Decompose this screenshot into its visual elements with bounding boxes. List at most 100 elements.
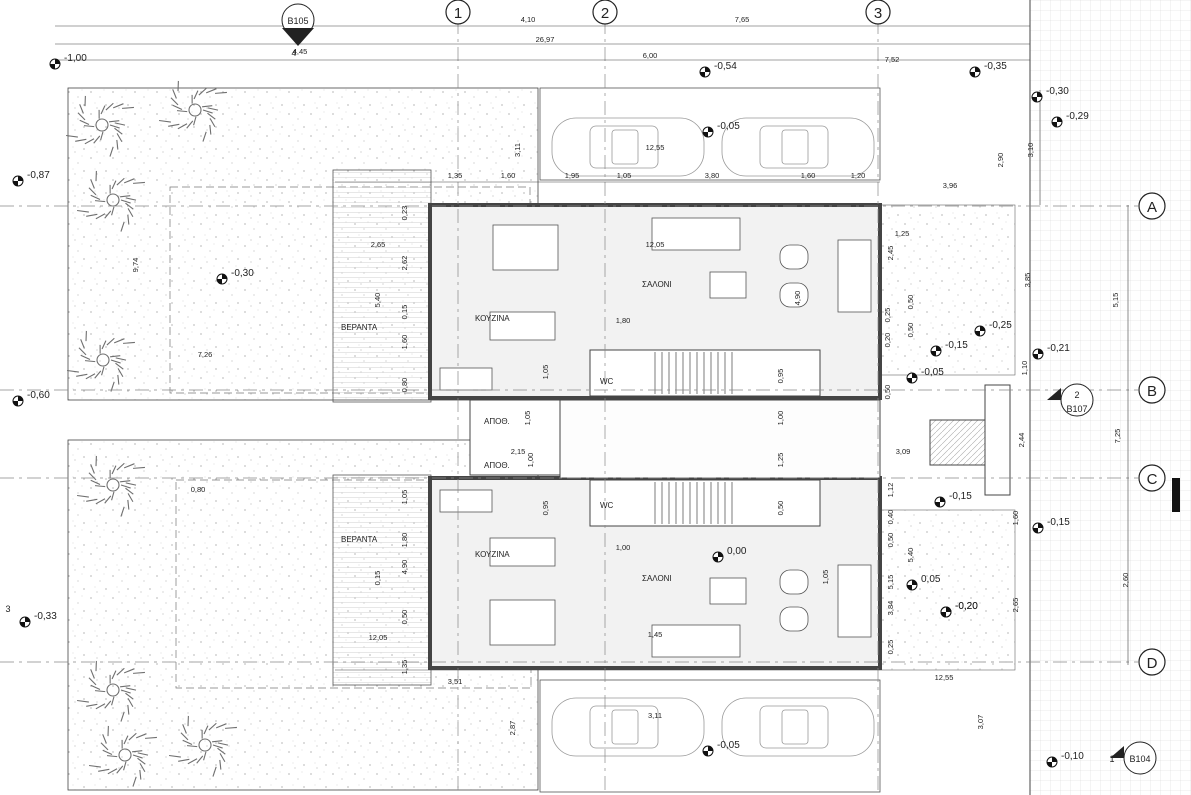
grid-lines	[0, 20, 1138, 795]
grid-row-bubble	[1138, 376, 1166, 404]
grid-column-bubble	[865, 0, 891, 25]
dimension-value: 0,95	[776, 369, 785, 384]
level-value: -0,05	[717, 740, 740, 751]
room-labels: ΚΟΥΖΙΝΑ ΣΑΛΟΝΙ WC ΒΕΡΑΝΤΑ ΑΠΟΘ. ΚΟΥΖΙΝΑ …	[341, 280, 672, 583]
level-marker: -0,33	[19, 611, 57, 628]
section-marker-label: B105	[287, 16, 308, 26]
dimension-value: 1,45	[648, 630, 663, 639]
tree-icon	[158, 80, 227, 142]
room-veranda-lower: ΒΕΡΑΝΤΑ	[341, 535, 378, 544]
room-living-upper: ΣΑΛΟΝΙ	[642, 280, 672, 289]
dimension-value: 2,65	[371, 240, 386, 249]
dimension-value: 1,60	[801, 171, 816, 180]
dimension-value: 1,95	[565, 171, 580, 180]
dimension-value: 3,11	[648, 711, 662, 720]
tree-icon	[65, 95, 134, 157]
room-veranda-upper: ΒΕΡΑΝΤΑ	[341, 323, 378, 332]
dimension-value: 1,60	[400, 335, 409, 350]
furniture	[439, 217, 872, 658]
dimension-value: 3,10	[1026, 143, 1035, 158]
level-value: -0,21	[1047, 343, 1070, 354]
car-icon	[551, 697, 705, 757]
dimension-value: 0,25	[886, 640, 895, 655]
grid-row-bubble	[1138, 648, 1166, 676]
tree-icon	[76, 170, 145, 232]
grid-row-bubble	[1138, 464, 1166, 492]
level-marker: 0,05	[906, 574, 941, 591]
dimension-value: 2,90	[996, 153, 1005, 168]
section-marker-label: B107	[1066, 404, 1087, 414]
dimension-value: 1,35	[400, 660, 409, 675]
dimension-value: 0,95	[541, 501, 550, 516]
dimension-value: 6,00	[643, 51, 658, 60]
grid-row-label: D	[1147, 655, 1158, 672]
section-marker-number: 2	[1074, 390, 1079, 400]
dimension-value: 2,15	[511, 447, 526, 456]
grid-column-label: 3	[874, 5, 882, 22]
level-marker: -0,15	[1032, 517, 1070, 534]
tree-icon	[168, 715, 237, 777]
grid-column-label: 1	[454, 5, 462, 22]
dimension-value: 1,35	[448, 171, 463, 180]
dimension-value: 0,50	[906, 295, 915, 310]
level-value: -1,00	[64, 53, 87, 64]
dimension-value: 3,07	[976, 715, 985, 730]
dimension-value: 2,87	[508, 721, 517, 736]
dimension-value: 1,10	[1020, 361, 1029, 376]
level-value: -0,05	[717, 121, 740, 132]
level-value: -0,35	[984, 61, 1007, 72]
dimension-value: 0,15	[400, 305, 409, 320]
dimension-value: 4,10	[521, 15, 536, 24]
level-marker: -0,30	[216, 268, 254, 285]
dimension-value: 9,74	[131, 258, 140, 273]
dimension-value: 0,50	[886, 533, 895, 548]
level-value: -0,25	[989, 320, 1012, 331]
level-marker: -0,10	[1046, 751, 1084, 768]
level-marker: -0,05	[702, 121, 740, 138]
dimension-value: 7,26	[198, 350, 213, 359]
level-value: -0,60	[27, 390, 50, 401]
level-value: -0,20	[955, 601, 978, 612]
room-wc-lower: WC	[600, 501, 614, 510]
level-value: -0,29	[1066, 111, 1089, 122]
level-marker: -0,05	[702, 740, 740, 757]
section-marker-label: B104	[1129, 754, 1150, 764]
dimension-value: 1,00	[616, 543, 631, 552]
dimension-value: 1,05	[523, 411, 532, 426]
dimension-value: 1,00	[526, 453, 535, 468]
storage-strip	[469, 384, 1011, 496]
dimension-value: 12,05	[369, 633, 388, 642]
dimension-value: 0,80	[191, 485, 206, 494]
dimension-value: 1,05	[617, 171, 632, 180]
level-value: -0,05	[921, 367, 944, 378]
dimension-value: 3,51	[448, 677, 463, 686]
dimension-value: 1,05	[400, 490, 409, 505]
level-value: -0,20	[955, 601, 978, 612]
level-value: -0,15	[1047, 517, 1070, 528]
dimension-value: 4,90	[793, 291, 802, 306]
grid-row-label: B	[1147, 383, 1157, 400]
trees	[65, 80, 237, 787]
verandas	[332, 169, 432, 686]
dimension-value: 4,45	[293, 47, 308, 56]
room-wc-upper: WC	[600, 377, 614, 386]
level-marker: -0,35	[969, 61, 1007, 78]
dimension-lines	[55, 25, 1129, 671]
tree-icon	[76, 455, 145, 517]
level-marker: -0,30	[1031, 86, 1069, 103]
dimension-value: 5,15	[1111, 293, 1120, 308]
dimension-value: 3,09	[896, 447, 911, 456]
section-marker-number: 4	[291, 48, 296, 58]
level-marker: -0,15	[934, 491, 972, 508]
level-marker: -0,60	[12, 390, 50, 407]
level-value: -0,87	[27, 170, 50, 181]
car-icon	[551, 117, 705, 177]
dimension-value: 0,80	[400, 378, 409, 393]
dimension-value: 12,55	[646, 143, 665, 152]
dimension-value: 4,90	[400, 560, 409, 575]
room-storage-lower: ΑΠΟΘ.	[484, 461, 510, 470]
dimension-value: 7,65	[735, 15, 750, 24]
